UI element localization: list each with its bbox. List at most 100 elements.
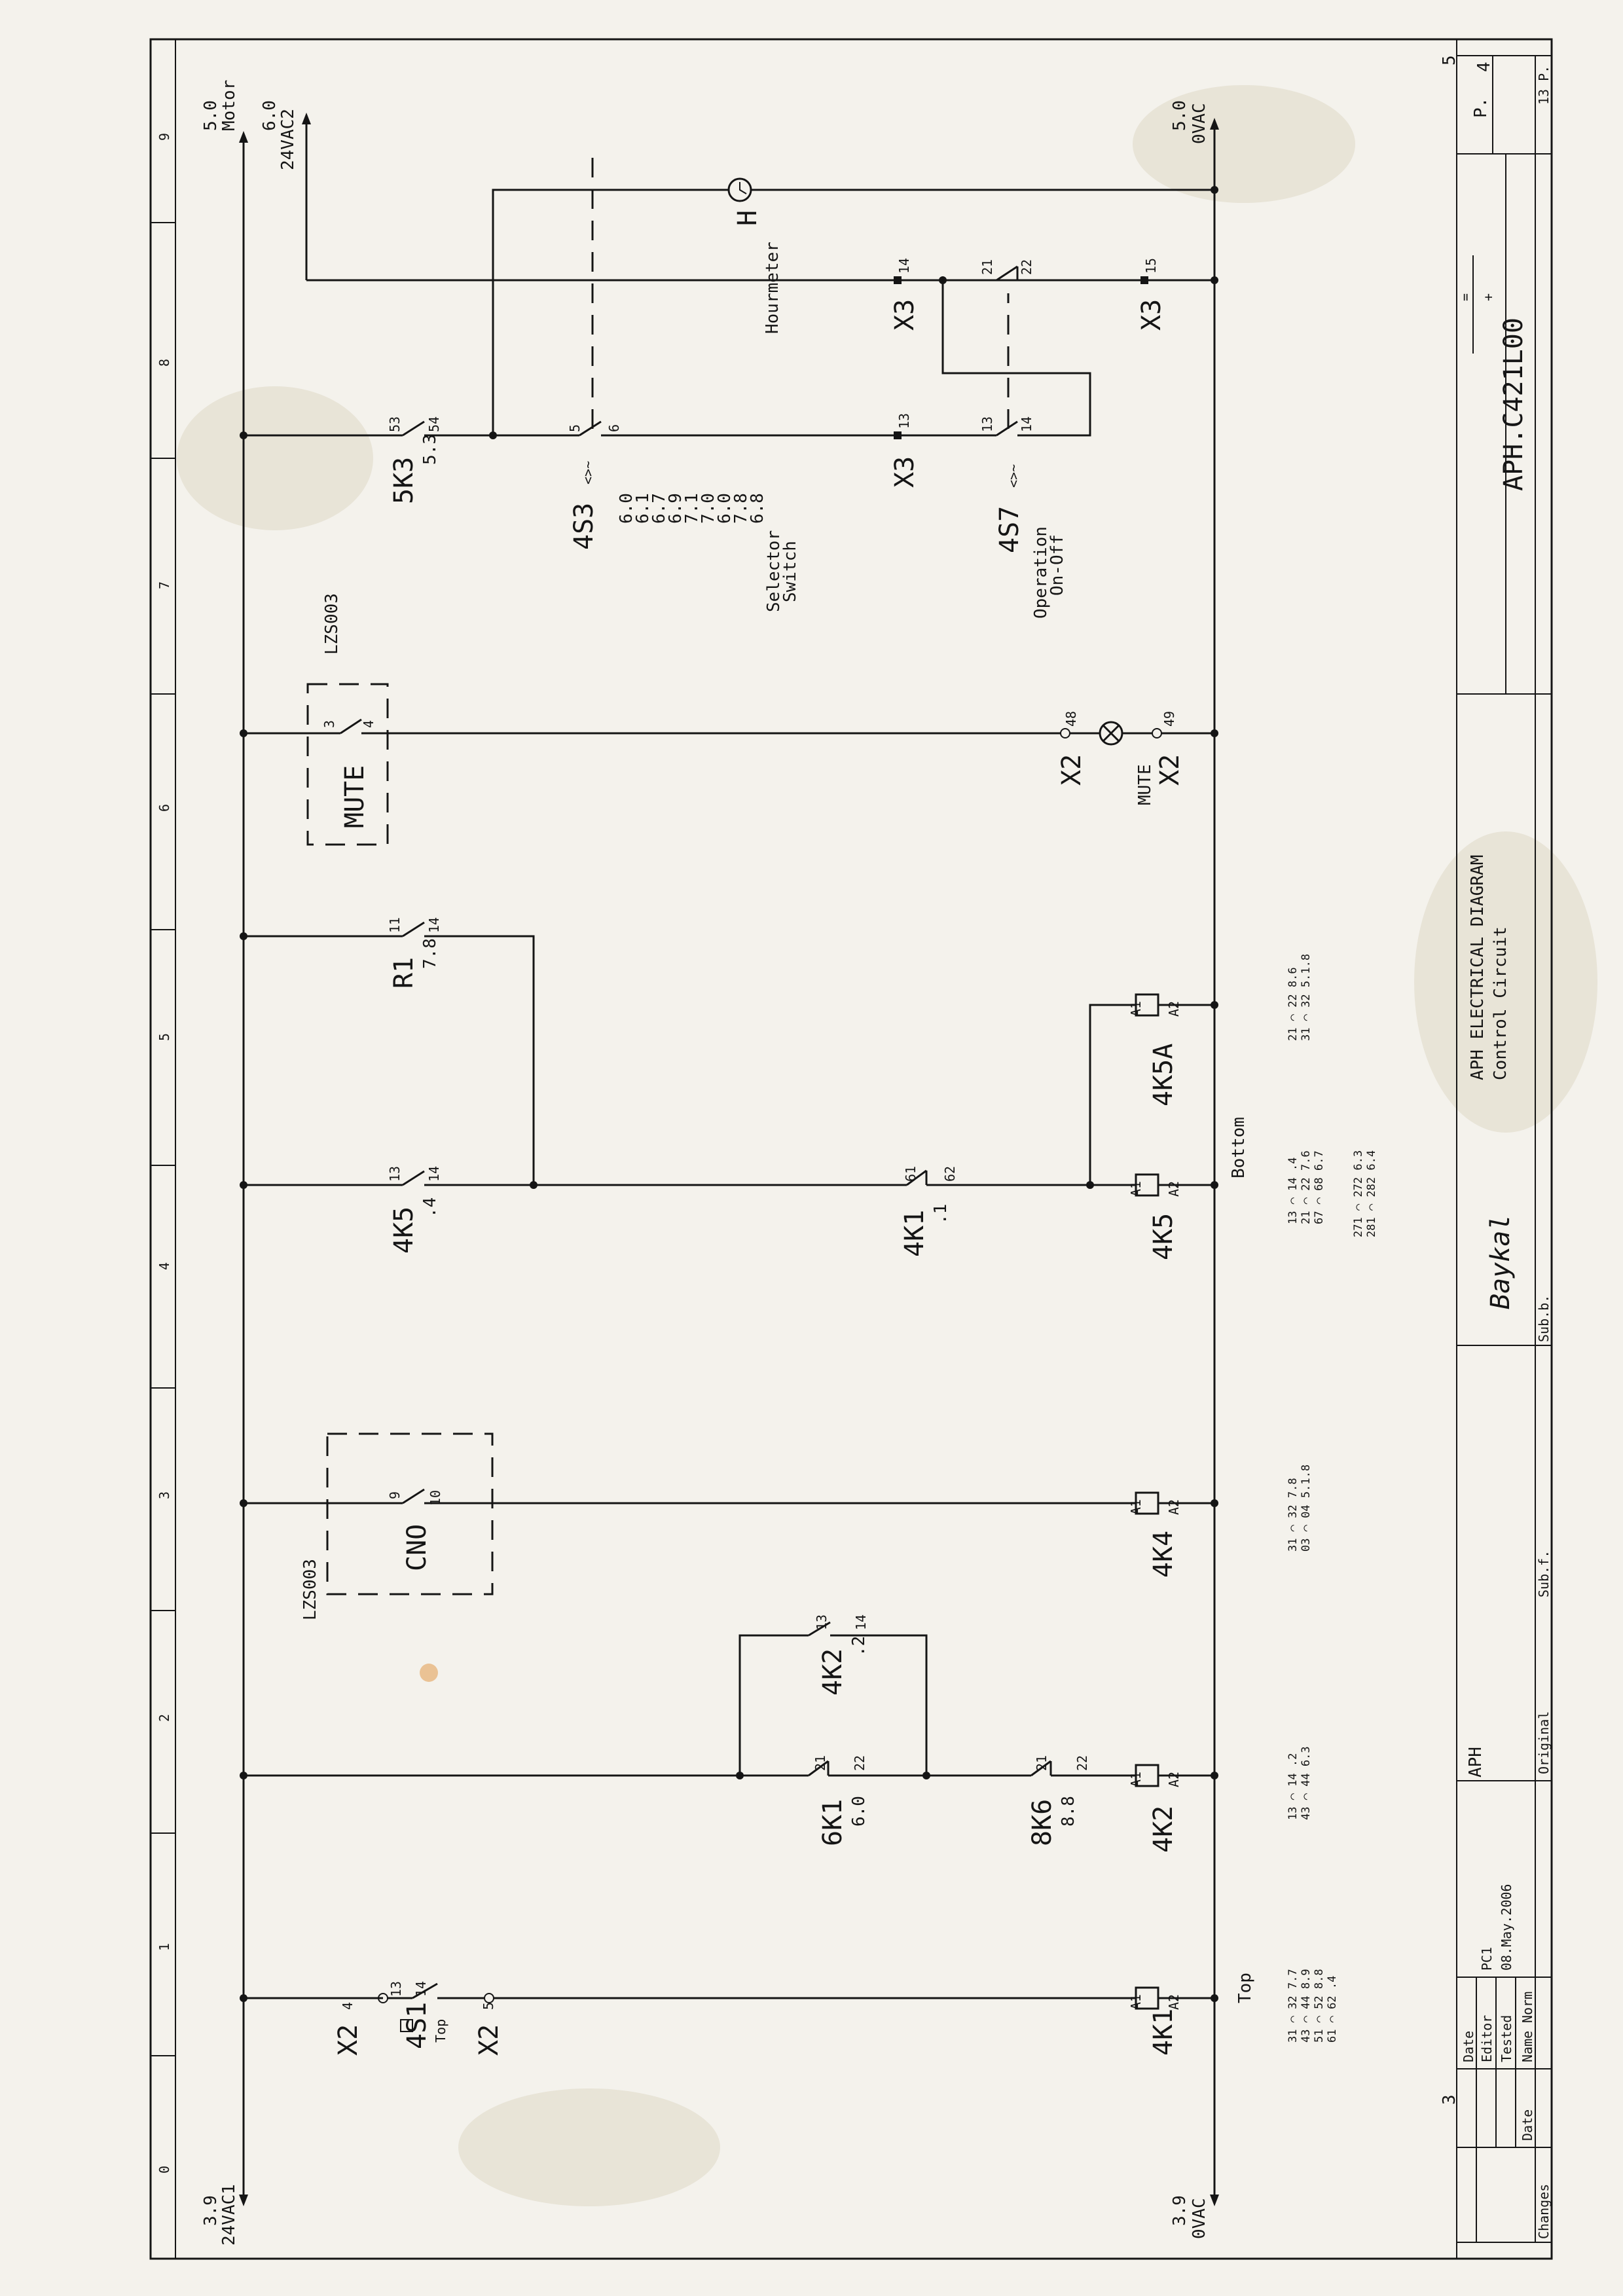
component-description: Hourmeter [763, 242, 782, 334]
junction [1211, 1994, 1218, 2002]
contact-5k3 [402, 420, 425, 437]
rail-arrow [302, 113, 311, 124]
original-label: Original [1536, 1711, 1552, 1774]
sub-f-label: Sub.f. [1536, 1550, 1552, 1597]
junction [1211, 276, 1218, 284]
contact-terminal: 62 [942, 1166, 958, 1182]
contact-4s3 [579, 420, 602, 437]
terminal-label: X2 [333, 2024, 363, 2056]
contact-terminal: 13 [814, 1614, 830, 1630]
rail-name: 0VAC [1190, 103, 1209, 144]
xref-line: 43 ⌒ 44 6.3 [1300, 1746, 1313, 1820]
rail-name: Motor [219, 80, 239, 131]
terminal-label: X3 [890, 299, 920, 331]
rail-ref: 5.0 [1170, 100, 1190, 131]
xref-line: 13 ⌒ 14 .2 [1286, 1753, 1300, 1820]
rail-arrow [239, 131, 248, 143]
coil-terminal: A1 [1128, 1001, 1144, 1017]
column-number: 8 [156, 359, 172, 367]
mute-lamp-cross [1102, 724, 1120, 742]
xref-line: 43 ⌒ 44 8.9 [1300, 1969, 1313, 2043]
terminal-x3-14 [894, 276, 902, 284]
component-label: 4S7 [994, 506, 1025, 553]
column-number: 2 [156, 1714, 172, 1722]
xref-table-4k1: 31 ⌒ 32 7.7 43 ⌒ 44 8.9 51 ⌒ 52 8.8 61 ⌒… [1286, 1969, 1339, 2043]
paper-stain [177, 386, 373, 530]
contact-terminal: 13 [387, 1166, 403, 1182]
rail-arrow [1210, 2195, 1219, 2206]
xref-line: 21 ⌒ 22 8.6 [1286, 967, 1300, 1041]
wire [739, 1634, 809, 1776]
xref-line: 61 ⌒ 62 .4 [1326, 1976, 1339, 2043]
xref-line: 31 ⌒ 32 7.8 [1286, 1478, 1300, 1552]
cno-module-box [326, 1432, 494, 1595]
limit-switch-actuator [400, 2019, 413, 2032]
changes-date-label: Date [1520, 2109, 1535, 2141]
component-label: 8K6 [1027, 1799, 1057, 1846]
xref-line: 31 ⌒ 32 5.1.8 [1300, 954, 1313, 1041]
rail-name: 24VAC1 [219, 2184, 239, 2246]
xref-line: 13 ⌒ 14 .4 [1286, 1157, 1300, 1224]
column-number: 3 [156, 1491, 172, 1499]
column-ticks [151, 222, 175, 2056]
contact-terminal: 22 [1074, 1755, 1090, 1771]
row-label-tested: Tested [1499, 2015, 1514, 2062]
date-value: 08.May.2006 [1499, 1884, 1514, 1971]
rail-ref: 3.9 [201, 2195, 221, 2226]
rail-arrow [239, 2195, 248, 2206]
contact-cno [402, 1488, 425, 1504]
xref-line: 51 ⌒ 52 8.8 [1313, 1969, 1326, 2043]
coil-terminal: A1 [1128, 1772, 1144, 1787]
contact-terminal: 4 [361, 720, 376, 728]
wire [424, 935, 535, 1185]
terminal-label: X2 [1155, 754, 1185, 786]
column-number: 7 [156, 581, 172, 589]
component-label: 4K2 [818, 1649, 848, 1696]
contact-mute [340, 718, 362, 735]
corner-number: 5 [1440, 55, 1459, 65]
contact-terminal: 9 [387, 1491, 403, 1499]
selector-contact-refs: 6.0 6.1 6.7 6.9 7.1 7.0 6.0 7.8 6.8 [617, 493, 767, 524]
coil-terminal: A2 [1166, 1772, 1182, 1787]
junction [240, 932, 247, 940]
junction [1211, 1499, 1218, 1507]
coil-terminal: A1 [1128, 1994, 1144, 2010]
junction [1211, 1001, 1218, 1009]
switch-symbol: <>~ [1006, 464, 1021, 488]
contact-4k1-nc [906, 1169, 927, 1186]
wire [1089, 1004, 1136, 1185]
component-ref: 7.8 [420, 938, 440, 969]
module-label: LZS003 [322, 593, 342, 655]
terminal-pin: 15 [1143, 258, 1159, 274]
coil-terminal: A2 [1166, 1001, 1182, 1017]
terminal-label: X2 [1057, 754, 1087, 786]
component-label: 6K1 [818, 1799, 848, 1846]
rail-arrow [1210, 118, 1219, 130]
junction [939, 276, 947, 284]
component-label: H [733, 210, 763, 226]
coil-terminal: A2 [1166, 1994, 1182, 2010]
page-number: 4 [1474, 62, 1494, 72]
changes-label: Changes [1536, 2184, 1552, 2239]
component-label: R1 [389, 957, 419, 989]
component-ref: .2 [849, 1636, 869, 1656]
contact-4s7-nc [996, 265, 1018, 282]
component-description: Operation [1031, 526, 1051, 619]
xref-table-4k4: 31 ⌒ 32 7.8 03 ⌒ 04 5.1.8 [1286, 1465, 1313, 1552]
wire [941, 280, 1091, 437]
row-label-editor: Editor [1479, 2015, 1495, 2062]
title-block [1457, 56, 1552, 2242]
paper-stain [1133, 85, 1355, 203]
coil-terminal: A1 [1128, 1499, 1144, 1515]
contact-terminal: 14 [1019, 416, 1034, 432]
contact-terminal: 13 [388, 1981, 404, 1997]
contact-terminal: 21 [1034, 1755, 1049, 1771]
component-description: Switch [780, 541, 800, 602]
rail-ref: 3.9 [1170, 2195, 1190, 2226]
contact-terminal: 54 [426, 416, 442, 432]
bus-label: Bottom [1229, 1117, 1249, 1178]
xref-table-4k5a: 21 ⌒ 22 8.6 31 ⌒ 32 5.1.8 [1286, 954, 1313, 1041]
component-label: 4S3 [569, 503, 599, 550]
xref-table-4k2: 13 ⌒ 14 .2 43 ⌒ 44 6.3 [1286, 1746, 1313, 1820]
